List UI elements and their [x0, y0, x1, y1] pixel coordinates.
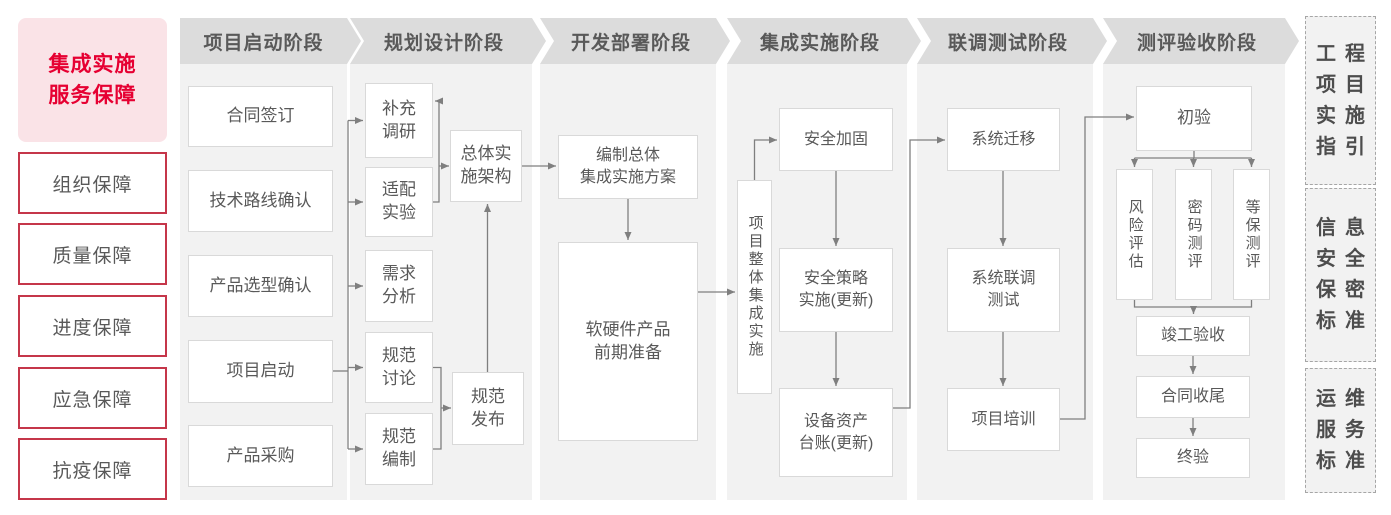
step-security-hardening: 安全加固 [779, 108, 893, 171]
step-adaptation-experiment: 适配 实验 [365, 167, 433, 237]
guarantee-organization: 组织保障 [18, 152, 167, 214]
step-crypto-evaluation: 密码测评 [1175, 169, 1212, 300]
step-overall-impl-architecture: 总体实 施架构 [450, 130, 522, 202]
phase-header-dev-deploy: 开发部署阶段 [540, 18, 730, 64]
step-requirement-analysis: 需求 分析 [365, 250, 433, 322]
step-spec-drafting: 规范 编制 [365, 413, 433, 485]
step-completion-acceptance: 竣工验收 [1136, 316, 1250, 356]
step-contract-signing: 合同签订 [188, 86, 333, 147]
step-final-acceptance: 终验 [1136, 438, 1250, 478]
step-initial-acceptance: 初验 [1136, 86, 1252, 151]
phase-header-acceptance: 测评验收阶段 [1103, 18, 1299, 64]
step-project-kickoff: 项目启动 [188, 340, 333, 403]
step-contract-closure: 合同收尾 [1136, 376, 1250, 418]
panel-project-impl-guide: 工程 项目 实施 指引 [1305, 16, 1376, 185]
step-product-selection-confirm: 产品选型确认 [188, 255, 333, 317]
step-spec-discussion: 规范 讨论 [365, 332, 433, 403]
step-hw-sw-preparation: 软硬件产品 前期准备 [558, 242, 698, 441]
step-system-joint-test: 系统联调 测试 [947, 248, 1060, 332]
step-asset-ledger-update: 设备资产 台账(更新) [779, 388, 893, 477]
step-risk-assessment: 风险评估 [1116, 169, 1153, 300]
guarantee-schedule: 进度保障 [18, 295, 167, 357]
step-product-procurement: 产品采购 [188, 425, 333, 487]
guarantee-epidemic: 抗疫保障 [18, 438, 167, 500]
step-overall-project-integration: 项目整体集成实施 [737, 180, 772, 394]
step-security-policy-impl: 安全策略 实施(更新) [779, 248, 893, 332]
phase-header-joint-test: 联调测试阶段 [917, 18, 1107, 64]
step-project-training: 项目培训 [947, 388, 1060, 451]
step-supplementary-research: 补充 调研 [365, 83, 433, 158]
step-spec-release: 规范 发布 [452, 372, 524, 445]
step-overall-integration-plan: 编制总体 集成实施方案 [558, 135, 698, 199]
step-mlps-evaluation: 等保测评 [1233, 169, 1270, 300]
panel-ops-service-standard: 运维 服务 标准 [1305, 368, 1376, 493]
phase-header-integration: 集成实施阶段 [727, 18, 921, 64]
phase-header-project-start: 项目启动阶段 [180, 18, 361, 64]
guarantee-quality: 质量保障 [18, 223, 167, 285]
diagram-title: 集成实施 服务保障 [18, 18, 167, 142]
step-system-migration: 系统迁移 [947, 108, 1060, 171]
phase-header-planning-design: 规划设计阶段 [350, 18, 546, 64]
guarantee-emergency: 应急保障 [18, 367, 167, 429]
panel-infosec-confidentiality-standard: 信息 安全 保密 标准 [1305, 188, 1376, 362]
step-tech-route-confirm: 技术路线确认 [188, 170, 333, 232]
